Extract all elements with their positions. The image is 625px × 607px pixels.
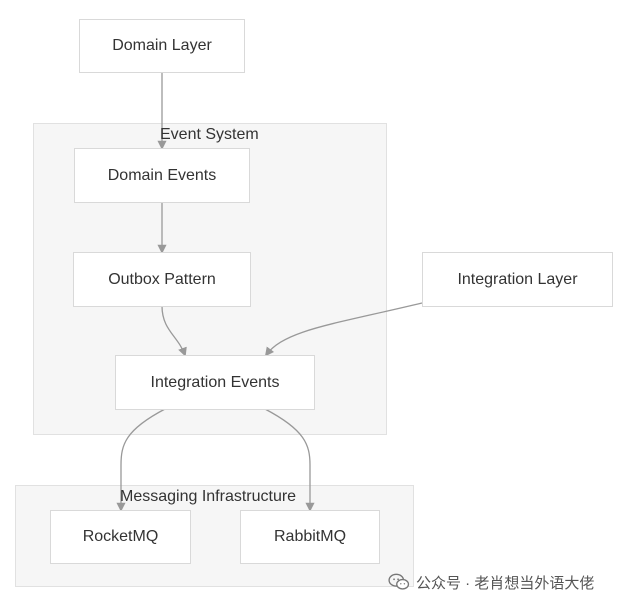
watermark: 公众号 · 老肖想当外语大佬	[388, 572, 594, 592]
edge-integration-events-to-rabbitmq	[264, 408, 315, 512]
event-system-label: Event System	[160, 126, 259, 143]
integration-layer-node: Integration Layer	[422, 252, 613, 307]
domain-events-node: Domain Events	[74, 148, 250, 203]
wechat-icon	[388, 573, 410, 590]
rocketmq-node: RocketMQ	[50, 510, 191, 564]
rabbitmq-node: RabbitMQ	[240, 510, 380, 564]
integration-events-node: Integration Events	[115, 355, 315, 410]
messaging-infrastructure-label: Messaging Infrastructure	[120, 488, 297, 505]
edge-integration-events-to-rocketmq	[116, 408, 166, 512]
edge-integration-layer-to-integration-events	[264, 302, 423, 357]
edge-outbox-pattern-to-integration-events	[161, 305, 187, 357]
watermark-text: 公众号 · 老肖想当外语大佬	[416, 574, 595, 592]
domain-layer-node: Domain Layer	[79, 19, 245, 73]
outbox-pattern-node: Outbox Pattern	[73, 252, 251, 307]
